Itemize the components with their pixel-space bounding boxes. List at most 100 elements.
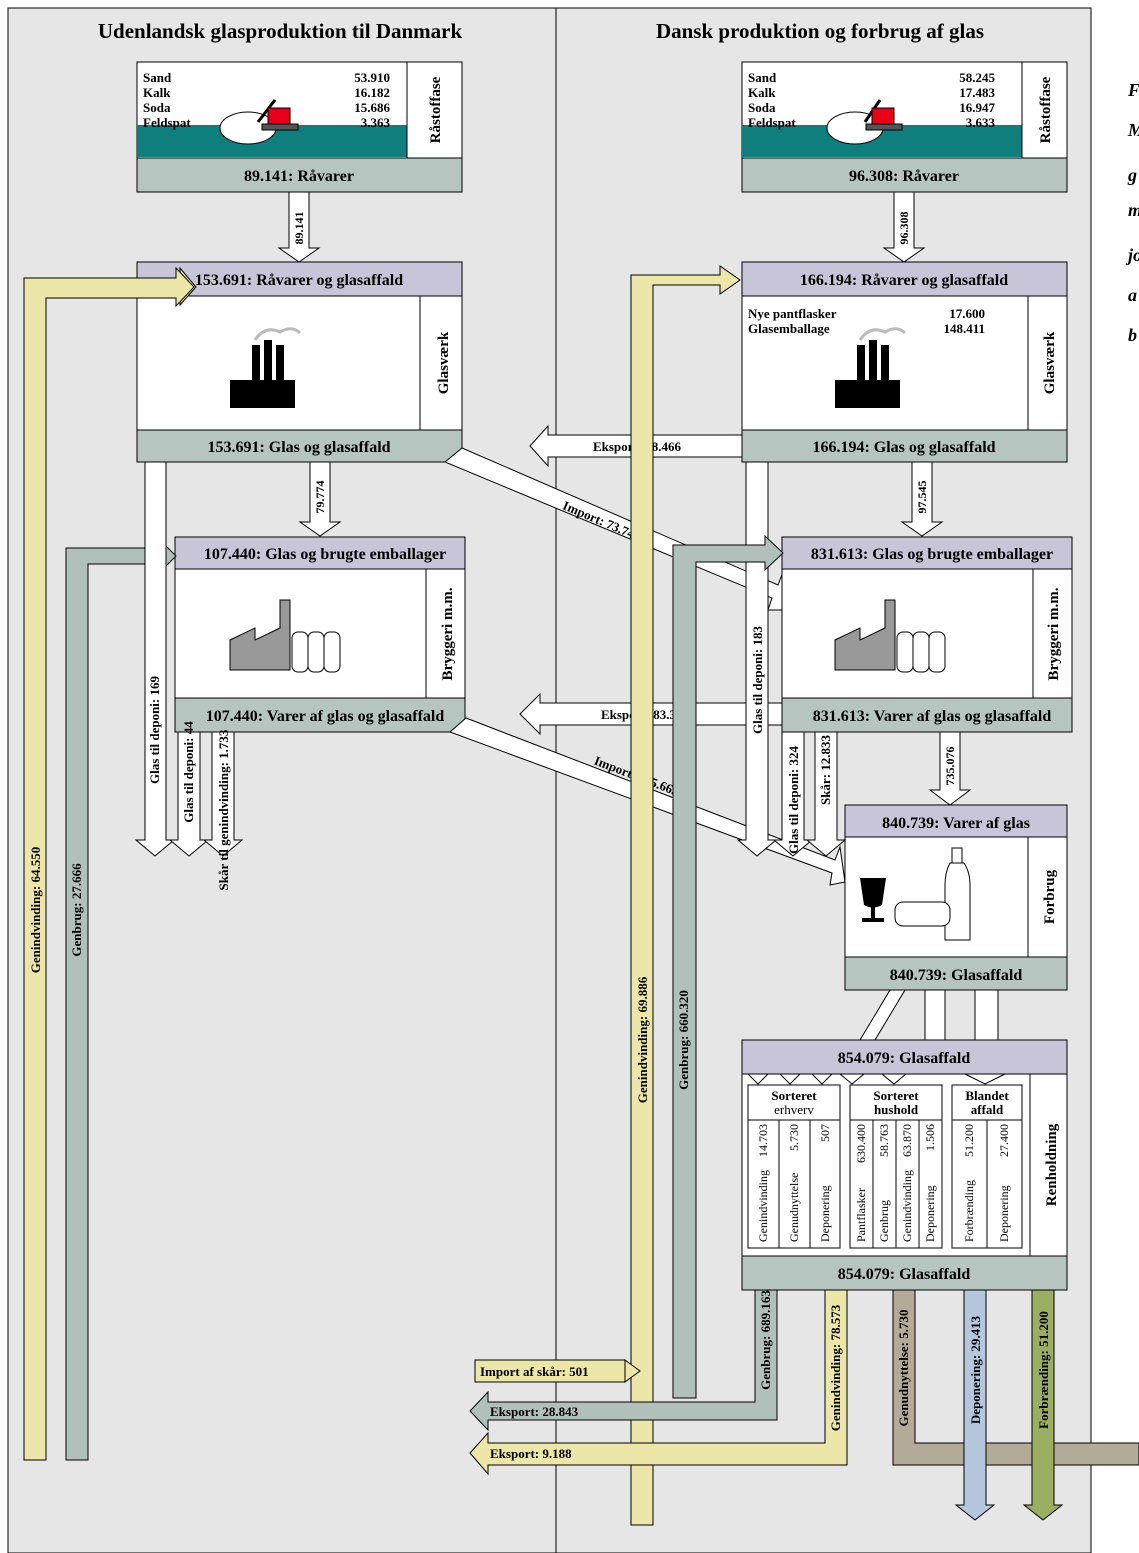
waste-col-value-1-1: 58.763 xyxy=(877,1124,891,1157)
waste-group-title-1-b: hushold xyxy=(874,1102,919,1117)
waste-col-label-2-1: Deponering xyxy=(997,1185,1011,1242)
right-raw-name-3: Feldspat xyxy=(748,115,796,130)
waste-col-value-1-3: 1.506 xyxy=(923,1124,937,1151)
right-brew-side: Bryggeri m.m. xyxy=(1046,587,1062,680)
export-label-3: Eksport: 28.843 xyxy=(490,1404,579,1419)
waste-header: 854.079: Glasaffald xyxy=(838,1050,971,1067)
left-glass-footer: 153.691: Glas og glasaffald xyxy=(207,439,390,456)
right-brewery-box: 831.613: Glas og brugte emballager Brygg… xyxy=(782,537,1072,732)
side-text-5: a xyxy=(1128,285,1137,306)
right-genbrug-label: Genbrug: 660.320 xyxy=(676,990,691,1090)
side-text-6: b xyxy=(1128,325,1137,346)
left-raw-val-3: 3.363 xyxy=(361,115,391,130)
waste-col-value-1-0: 630.400 xyxy=(854,1124,868,1163)
right-glass-arrow-label: 97.545 xyxy=(915,481,929,514)
right-brew-footer: 831.613: Varer af glas og glasaffald xyxy=(813,708,1052,725)
left-deponi-label-1: Glas til deponi: 169 xyxy=(147,676,162,784)
side-text-4: jo xyxy=(1128,245,1139,266)
waste-side: Renholdning xyxy=(1044,1123,1060,1206)
right-raw-box: Råstoffase Sand 58.245 Kalk 17.483 Soda … xyxy=(742,62,1067,192)
export-label-4: Eksport: 9.188 xyxy=(490,1446,572,1461)
waste-col-label-0-0: Genindvinding xyxy=(756,1170,770,1242)
cons-header: 840.739: Varer af glas xyxy=(882,815,1030,832)
waste-col-value-1-2: 63.870 xyxy=(900,1124,914,1157)
waste-col-label-0-2: Deponering xyxy=(818,1185,832,1242)
left-raw-box: Råstoffase Sand 53.910 Kalk 16.182 Soda … xyxy=(137,62,462,192)
right-brew-header: 831.613: Glas og brugte emballager xyxy=(811,546,1053,563)
left-raw-val-2: 15.686 xyxy=(354,100,390,115)
import-skaar-flow: Import af skår: 501 xyxy=(475,1360,640,1382)
waste-group-title-0-a: Sorteret xyxy=(771,1088,817,1103)
waste-col-value-2-0: 51.200 xyxy=(962,1124,976,1157)
left-skaar-label: Skår til genindvinding: 1.733 xyxy=(216,729,231,890)
left-panel-title: Udenlandsk glasproduktion til Danmark xyxy=(98,19,463,43)
left-brew-footer: 107.440: Varer af glas og glasaffald xyxy=(206,708,445,725)
right-glassworks-box: 166.194: Råvarer og glasaffald Glasværk … xyxy=(742,262,1067,462)
waste-group-title-2-a: Blandet xyxy=(965,1088,1009,1103)
left-genindvinding-label: Genindvinding: 64.550 xyxy=(28,847,43,973)
right-glass-footer: 166.194: Glas og glasaffald xyxy=(812,439,995,456)
waste-col-value-2-1: 27.400 xyxy=(997,1124,1011,1157)
left-brew-header: 107.440: Glas og brugte emballager xyxy=(204,546,446,563)
waste-col-value-0-0: 14.703 xyxy=(756,1124,770,1157)
left-raw-name-3: Feldspat xyxy=(143,115,191,130)
consumption-box: 840.739: Varer af glas Forbrug 840.739: … xyxy=(845,805,1067,990)
left-glass-side: Glasværk xyxy=(436,331,452,394)
cons-footer: 840.739: Glasaffald xyxy=(890,967,1023,984)
waste-footer: 854.079: Glasaffald xyxy=(838,1266,971,1283)
out-forbraending-label: Forbrænding: 51.200 xyxy=(1036,1311,1051,1429)
cons-waste-flow-2 xyxy=(925,990,945,1040)
left-deponi-label-2: Glas til deponi: 44 xyxy=(181,721,196,823)
waste-col-label-1-0: Pantflasker xyxy=(854,1188,868,1242)
waste-group-title-0-b: erhverv xyxy=(774,1102,814,1117)
import-skaar-label: Import af skår: 501 xyxy=(480,1364,589,1379)
right-panel-title: Dansk produktion og forbrug af glas xyxy=(656,19,984,43)
left-raw-side: Råstoffase xyxy=(428,76,444,143)
left-raw-footer: 89.141: Råvarer xyxy=(244,168,354,185)
right-glass-side: Glasværk xyxy=(1042,331,1058,394)
left-brew-side: Bryggeri m.m. xyxy=(440,587,456,680)
right-raw-arrow-label: 96.308 xyxy=(897,212,911,245)
cons-waste-flow-3 xyxy=(975,990,998,1040)
right-raw-side: Råstoffase xyxy=(1038,76,1054,143)
right-raw-name-0: Sand xyxy=(748,70,777,85)
left-raw-val-1: 16.182 xyxy=(354,85,390,100)
out-genindvinding-label: Genindvinding: 78.573 xyxy=(828,1304,843,1431)
right-raw-footer: 96.308: Råvarer xyxy=(849,168,959,185)
waste-col-value-0-2: 507 xyxy=(818,1124,832,1142)
left-glass-arrow-label: 79.774 xyxy=(313,481,327,514)
cons-side: Forbrug xyxy=(1042,869,1058,924)
right-raw-val-1: 17.483 xyxy=(959,85,995,100)
left-genbrug-label: Genbrug: 27.666 xyxy=(69,863,84,957)
left-raw-val-0: 53.910 xyxy=(354,70,390,85)
right-brew-arrow-label: 735.076 xyxy=(943,747,957,786)
waste-group-title-2-b: affald xyxy=(971,1102,1004,1117)
waste-col-label-1-2: Genindvinding xyxy=(900,1170,914,1242)
right-glass-header: 166.194: Råvarer og glasaffald xyxy=(800,272,1008,289)
left-raw-name-0: Sand xyxy=(143,70,172,85)
waste-col-label-0-1: Genudnyttelse xyxy=(787,1173,801,1242)
left-brewery-box: 107.440: Glas og brugte emballager Brygg… xyxy=(175,537,465,732)
out-deponering-label: Deponering: 29.413 xyxy=(968,1315,983,1424)
right-glass-val-0: 17.600 xyxy=(949,306,985,321)
right-deponi-label-2: Glas til deponi: 324 xyxy=(786,746,801,854)
waste-col-value-0-1: 5.730 xyxy=(787,1124,801,1151)
out-genudnyttelse-label: Genudnyttelse: 5.730 xyxy=(896,1310,911,1427)
waste-col-label-2-0: Forbrænding xyxy=(962,1180,976,1242)
left-raw-name-1: Kalk xyxy=(143,85,171,100)
left-raw-name-2: Soda xyxy=(143,100,171,115)
side-text-0: F xyxy=(1128,80,1139,101)
right-skaar-label: Skår: 12.833 xyxy=(818,734,833,805)
waste-col-label-1-3: Deponering xyxy=(923,1185,937,1242)
right-glass-name-0: Nye pantflasker xyxy=(748,306,837,321)
right-raw-name-1: Kalk xyxy=(748,85,776,100)
side-text-1: M xyxy=(1128,120,1139,141)
left-panel xyxy=(8,8,556,1553)
right-genindvinding-label: Genindvinding: 69.886 xyxy=(635,976,650,1103)
right-glass-name-1: Glasemballage xyxy=(748,321,830,336)
right-raw-val-2: 16.947 xyxy=(959,100,995,115)
left-raw-arrow-label: 89.141 xyxy=(292,212,306,245)
out-genbrug-label: Genbrug: 689.163 xyxy=(758,1290,773,1390)
left-glass-header: 153.691: Råvarer og glasaffald xyxy=(195,272,403,289)
